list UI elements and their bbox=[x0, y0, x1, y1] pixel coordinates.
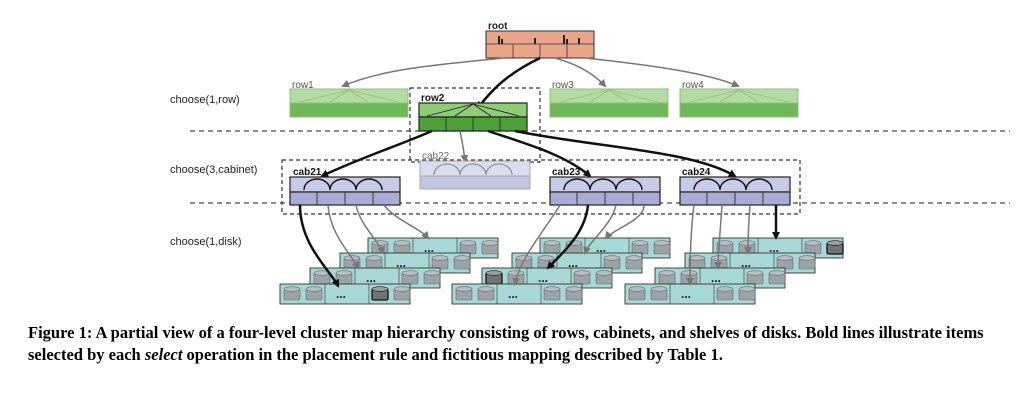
shelf-ellipsis: ... bbox=[568, 256, 578, 270]
row-label: row2 bbox=[421, 93, 445, 104]
level-rule-label: choose(3,cabinet) bbox=[170, 164, 257, 176]
cabinet-to-shelf-edge bbox=[512, 204, 561, 286]
cabinet-to-shelf-edge bbox=[583, 204, 617, 255]
cabinet-to-shelf-edge bbox=[327, 204, 360, 270]
shelf-ellipsis: ... bbox=[596, 241, 606, 255]
row-bucket: row1 bbox=[289, 80, 409, 118]
disk-shelf: ... bbox=[624, 283, 756, 305]
disk-shelf: ... bbox=[279, 283, 411, 305]
cabinet-bucket: cab22 bbox=[419, 151, 531, 190]
shelf-ellipsis: ... bbox=[424, 241, 434, 255]
caption-text: Figure 1: A partial view of a four-level… bbox=[28, 323, 984, 364]
disk-shelf: ... bbox=[309, 267, 441, 289]
level-rule-label: choose(1,disk) bbox=[170, 236, 242, 248]
figure-caption: Figure 1: A partial view of a four-level… bbox=[28, 322, 1003, 366]
row-label: row3 bbox=[552, 80, 574, 91]
row-to-cabinet-edge bbox=[320, 129, 433, 178]
disk-shelf: ... bbox=[451, 283, 583, 305]
cluster-map-diagram: choose(1,row) choose(3,cabinet) choose(1… bbox=[170, 21, 1010, 305]
cabinet-to-shelf-edge bbox=[604, 204, 645, 240]
cabinet-to-shelf-edge bbox=[744, 204, 753, 255]
shelf-ellipsis: ... bbox=[508, 287, 518, 301]
cabinet-to-shelf-edge bbox=[546, 204, 590, 270]
cabinet-to-shelf-edges bbox=[298, 204, 780, 288]
root-to-row-edge bbox=[584, 57, 740, 88]
cabinet-to-shelf-edge bbox=[686, 204, 695, 286]
shelf-ellipsis: ... bbox=[366, 271, 376, 285]
cabinet-label: cab23 bbox=[552, 167, 581, 178]
selected-cabinets-box bbox=[281, 159, 801, 215]
cabinet-to-shelf-edge bbox=[383, 204, 430, 240]
row-bucket: row3 bbox=[549, 80, 669, 118]
shelf-ellipsis: ... bbox=[538, 271, 548, 285]
cabinet-label: cab22 bbox=[422, 151, 450, 162]
root-label: root bbox=[488, 21, 508, 32]
shelf-ellipsis: ... bbox=[741, 256, 751, 270]
row-bucket-selected: row2 bbox=[418, 93, 528, 132]
cabinet-label: cab21 bbox=[293, 167, 322, 178]
disk-shelves: .................................... bbox=[279, 237, 844, 305]
cabinet-to-shelf-edge bbox=[298, 204, 340, 288]
shelf-ellipsis: ... bbox=[681, 287, 691, 301]
cabinet-bucket-selected: cab24 bbox=[679, 167, 791, 206]
row-to-cabinet-edge bbox=[487, 129, 592, 178]
cabinet-to-shelf-edge bbox=[355, 204, 385, 255]
root-to-row-edge bbox=[476, 56, 541, 110]
row-label: row4 bbox=[682, 80, 704, 91]
row-label: row1 bbox=[292, 80, 314, 91]
cabinet-to-shelf-edge bbox=[714, 204, 723, 270]
row-to-cabinet-edge bbox=[459, 130, 469, 163]
caption-text-end: operation in the placement rule and fict… bbox=[182, 345, 723, 364]
caption-emphasis: select bbox=[144, 345, 183, 364]
shelf-ellipsis: ... bbox=[769, 241, 779, 255]
shelf-ellipsis: ... bbox=[336, 287, 346, 301]
cabinet-bucket-selected: cab21 bbox=[289, 167, 401, 206]
root-bucket: root bbox=[485, 21, 595, 59]
shelf-ellipsis: ... bbox=[711, 271, 721, 285]
row-to-cabinet-edge bbox=[514, 129, 737, 178]
root-to-row-edge bbox=[554, 57, 607, 88]
row-bucket: row4 bbox=[679, 80, 799, 118]
shelf-ellipsis: ... bbox=[396, 256, 406, 270]
cabinet-label: cab24 bbox=[682, 167, 711, 178]
cabinet-bucket-selected: cab23 bbox=[549, 167, 661, 206]
root-to-row-edge bbox=[341, 57, 506, 88]
level-rule-label: choose(1,row) bbox=[170, 94, 240, 106]
